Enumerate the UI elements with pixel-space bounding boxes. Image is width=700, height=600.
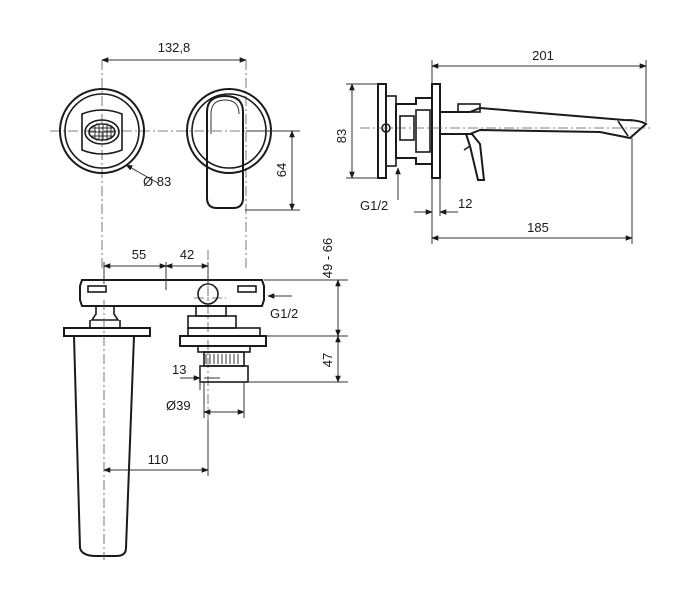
front-view: 132,8 Ø 83 64 <box>50 40 300 270</box>
dim-body-depth: 47 <box>320 353 335 367</box>
right-wall-plate <box>186 88 272 209</box>
dim-offset-a: 55 <box>132 247 146 262</box>
dim-spout: 185 <box>527 220 549 235</box>
dim-side-plate: 83 <box>334 129 349 143</box>
top-view: 55 42 49 - 66 G1/2 47 13 Ø39 110 <box>63 238 348 560</box>
dim-plate-diameter: Ø 83 <box>143 174 171 189</box>
dim-spout-offset: 110 <box>148 452 169 467</box>
dim-offset-b: 42 <box>180 247 194 262</box>
dim-wall-range: 49 - 66 <box>320 238 335 278</box>
spout-outline <box>73 335 135 557</box>
valve-body-bar <box>79 279 265 307</box>
dim-spout-total: 201 <box>532 48 554 63</box>
dim-side-depth: 12 <box>458 196 472 211</box>
dim-lever-height: 64 <box>274 163 289 177</box>
dim-side-thread: G1/2 <box>360 198 388 213</box>
dim-thread-length: 13 <box>172 362 186 377</box>
left-wall-plate <box>59 88 145 174</box>
dim-plate-spacing: 132,8 <box>158 40 191 55</box>
dim-body-diameter: Ø39 <box>166 398 191 413</box>
dim-top-thread: G1/2 <box>270 306 298 321</box>
side-view: 201 83 G1/2 12 185 <box>334 48 650 244</box>
